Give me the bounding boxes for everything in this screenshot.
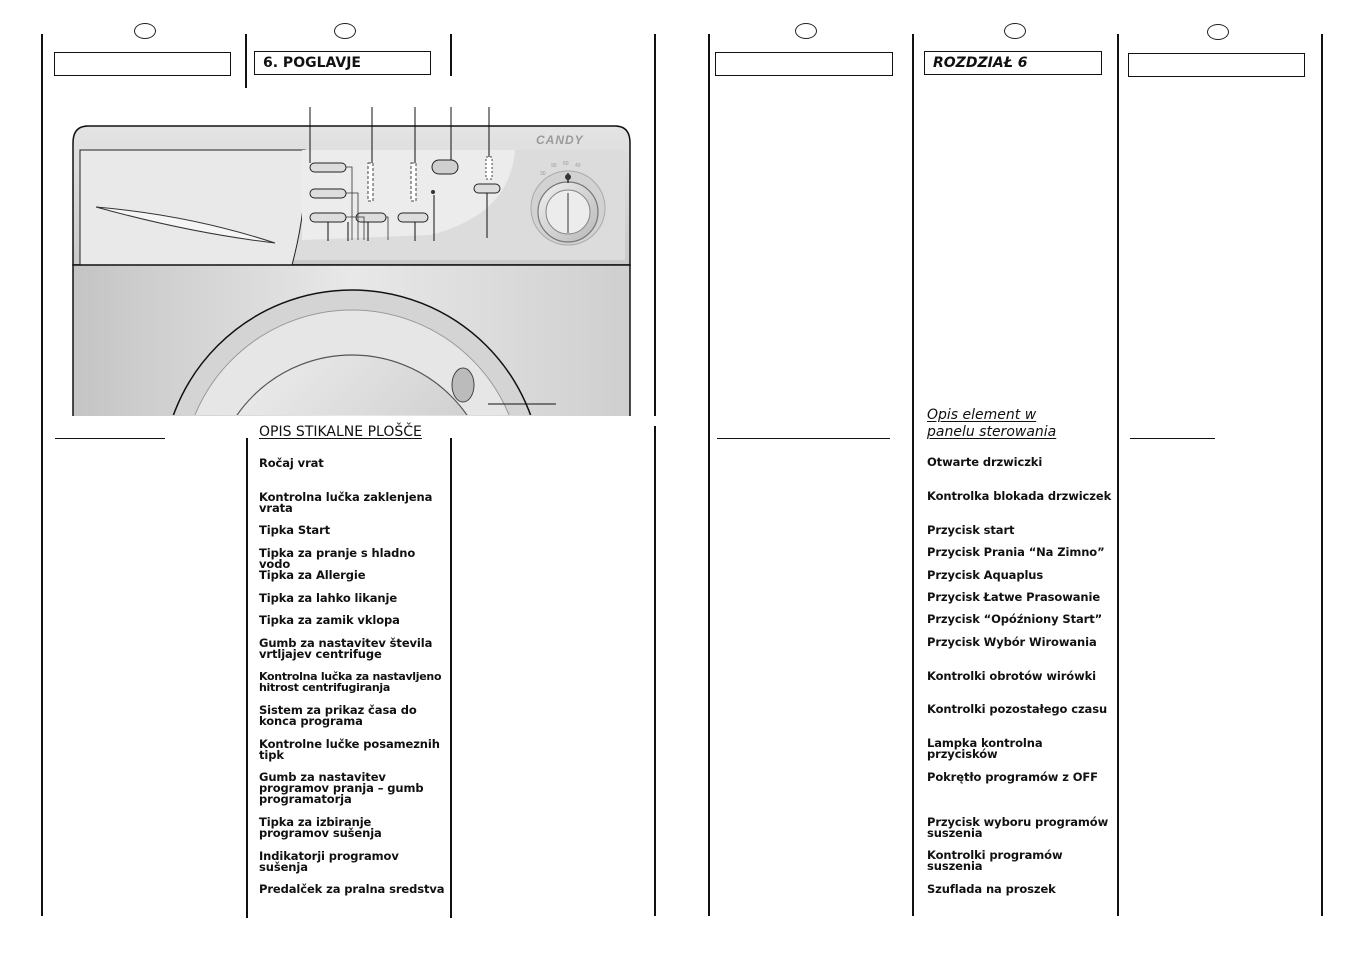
column-rule [708,34,710,916]
list-item: Predalček za pralna sredstva [259,882,445,896]
dial-mark: 40 [575,163,581,169]
list-item: Ročaj vrat [259,456,324,470]
list-item: Kontrolki programów suszenia [927,848,1063,873]
column-rule [1321,34,1323,916]
list-item: Kontrolki obrotów wirówki [927,669,1096,683]
section-subheading-polish: Opis element w panelu sterowania [927,407,1057,440]
list-item: Tipka za pranje s hladno vodo [259,546,416,571]
control-panel-illustration: CANDY 90 60 40 30 [72,107,631,417]
column-rule [654,34,656,916]
list-item: Przycisk “Opóźniony Start” [927,612,1103,626]
list-item: Przycisk Prania “Na Zimno” [927,545,1105,559]
header-box-empty [54,52,231,76]
list-item: Kontrolki pozostałego czasu [927,702,1108,716]
list-item: Tipka za Allergie [259,568,366,582]
list-item: Tipka za zamik vklopa [259,613,400,627]
list-item: Tipka za izbiranje programov sušenja [259,815,382,840]
rule [1130,438,1215,439]
list-item: Przycisk Wybór Wirowania [927,635,1097,649]
list-item: Tipka Start [259,523,331,537]
list-item: Kontrolka blokada drzwiczek [927,489,1112,503]
list-item: Przycisk wyboru programów suszenia [927,815,1109,840]
column-rule [450,438,452,918]
dial-mark: 90 [551,163,557,169]
language-marker [134,23,156,39]
chapter-heading-polish: ROZDZIAŁ 6 [924,51,1102,75]
list-item: Przycisk Aquaplus [927,568,1044,582]
rule [55,438,165,439]
column-rule [912,34,914,916]
list-item: Kontrolna lučka zaklenjena vrata [259,490,433,515]
section-subheading: OPIS STIKALNE PLOŠČE [259,424,422,440]
list-item: Gumb za nastavitev števila vrtljajev cen… [259,636,433,661]
rule [717,438,890,439]
brand-logo: CANDY [536,133,584,147]
column-rule [246,438,248,918]
dial-mark: 30 [540,171,546,177]
column-rule [1117,34,1119,916]
column-rule [245,34,247,88]
column-rule [41,34,43,916]
list-item: Kontrolna lučka za nastavljeno hitrost c… [259,670,442,694]
list-item: Otwarte drzwiczki [927,455,1043,469]
language-marker [1207,24,1229,40]
dial-mark: 60 [563,161,569,167]
list-item: Gumb za nastavitev programov pranja – gu… [259,770,424,806]
list-item: Pokrętło programów z OFF [927,770,1098,784]
list-item: Sistem za prikaz časa do konca programa [259,703,417,728]
language-marker [1004,23,1026,39]
list-item: Przycisk Łatwe Prasowanie [927,590,1101,604]
column-rule [450,34,452,76]
list-item: Przycisk start [927,523,1015,537]
header-box-empty [715,52,893,76]
header-box-empty [1128,53,1305,77]
list-item: Szuflada na proszek [927,882,1056,896]
list-item: Kontrolne lučke posameznih tipk [259,737,440,762]
list-item: Tipka za lahko likanje [259,591,398,605]
language-marker [334,23,356,39]
language-marker [795,23,817,39]
chapter-heading: 6. POGLAVJE [254,51,431,75]
list-item: Indikatorji programov sušenja [259,849,399,874]
list-item: Lampka kontrolna przycisków [927,736,1043,761]
